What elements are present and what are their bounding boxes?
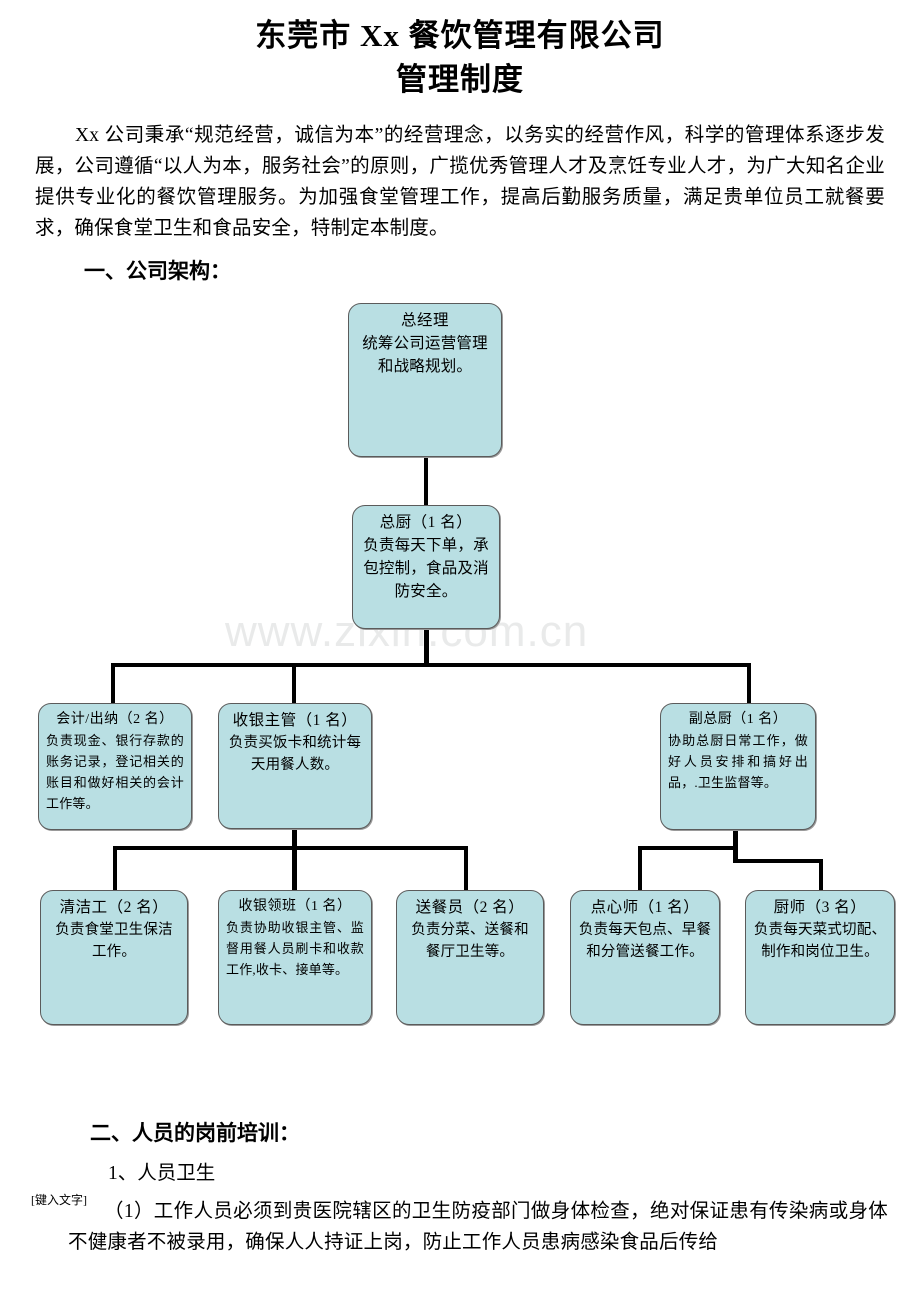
org-node-desc: 负责食堂卫生保洁工作。 (55, 922, 173, 960)
org-node-desc: 负责每天菜式切配、制作和岗位卫生。 (753, 922, 887, 960)
connector-deputy-chef-drop (733, 828, 738, 862)
org-node-desc: 负责每天下单，承包控制，食品及消防安全。 (363, 537, 489, 600)
org-node-desc: 协助总厨日常工作，做好人员安排和搞好出品，.卫生监督等。 (668, 733, 808, 790)
typed-text-placeholder: [键入文字] (31, 1193, 87, 1207)
connector-drop-cleaner (113, 846, 117, 890)
title-line-1: 东莞市 Xx 餐饮管理有限公司 (255, 18, 665, 53)
org-node-title: 清洁工（2 名） (59, 899, 169, 916)
organization-chart: 总经理 统筹公司运营管理和战略规划。 总厨（1 名） 负责每天下单，承包控制，食… (38, 303, 895, 1025)
org-node-desc: 负责每天包点、早餐和分管送餐工作。 (578, 922, 712, 960)
org-node-desc: 统筹公司运营管理和战略规划。 (362, 335, 488, 375)
org-node-accountant-cashier[interactable]: 会计/出纳（2 名） 负责现金、银行存款的账务记录，登记相关的账目和做好相关的会… (38, 703, 192, 830)
connector-bus-level3-left (113, 846, 468, 850)
org-node-cashier-leader[interactable]: 收银领班（1 名） 负责协助收银主管、监督用餐人员刷卡和收款工作,收卡、接单等。 (218, 890, 372, 1025)
org-node-cook[interactable]: 厨师（3 名） 负责每天菜式切配、制作和岗位卫生。 (745, 890, 895, 1025)
connector-bus-level3-right-a (638, 846, 738, 850)
connector-drop-deputy-chef (747, 663, 751, 705)
org-node-title: 总厨（1 名） (379, 514, 473, 531)
org-node-general-manager[interactable]: 总经理 统筹公司运营管理和战略规划。 (348, 303, 502, 457)
connector-bus-level2 (111, 663, 751, 667)
org-node-food-deliverer[interactable]: 送餐员（2 名） 负责分菜、送餐和餐厅卫生等。 (396, 890, 544, 1025)
org-node-title: 送餐员（2 名） (415, 899, 525, 916)
org-node-title: 收银主管（1 名） (232, 712, 358, 729)
connector-headchef-drop (424, 627, 429, 667)
intro-paragraph: Xx 公司秉承“规范经营，诚信为本”的经营理念，以务实的经营作风，科学的管理体系… (35, 125, 885, 239)
connector-drop-cook (819, 859, 823, 891)
clause-1-paragraph: （1）工作人员必须到贵医院辖区的卫生防疫部门做身体检查，绝对保证患有传染病或身体… (68, 1201, 888, 1253)
org-node-pastry-chef[interactable]: 点心师（1 名） 负责每天包点、早餐和分管送餐工作。 (570, 890, 720, 1025)
org-node-title: 会计/出纳（2 名） (56, 712, 174, 727)
section-2-heading: 二、人员的岗前培训： (90, 1121, 300, 1145)
org-node-cleaner[interactable]: 清洁工（2 名） 负责食堂卫生保洁工作。 (40, 890, 188, 1025)
document-title: 东莞市 Xx 餐饮管理有限公司 管理制度 (0, 14, 920, 102)
connector-drop-cashier-supervisor (292, 663, 296, 705)
org-node-deputy-head-chef[interactable]: 副总厨（1 名） 协助总厨日常工作，做好人员安排和搞好出品，.卫生监督等。 (660, 703, 816, 830)
connector-gm-to-headchef (424, 455, 428, 507)
org-node-cashier-supervisor[interactable]: 收银主管（1 名） 负责买饭卡和统计每天用餐人数。 (218, 703, 372, 829)
org-node-title: 总经理 (400, 312, 449, 329)
connector-drop-food-deliverer (464, 846, 468, 890)
section-2-subheading-1: 1、人员卫生 (108, 1163, 216, 1184)
section-1-heading: 一、公司架构： (84, 259, 231, 283)
connector-drop-accountant (111, 663, 115, 705)
title-line-2: 管理制度 (396, 62, 524, 97)
connector-drop-pastry-chef (638, 846, 642, 890)
org-node-title: 点心师（1 名） (590, 899, 700, 916)
org-node-desc: 负责买饭卡和统计每天用餐人数。 (228, 735, 362, 773)
connector-drop-cashier-leader (292, 846, 296, 890)
org-node-desc: 负责分菜、送餐和餐厅卫生等。 (411, 922, 529, 960)
connector-bus-level3-right-b (733, 859, 823, 863)
org-node-desc: 负责协助收银主管、监督用餐人员刷卡和收款工作,收卡、接单等。 (226, 920, 364, 977)
org-node-title: 副总厨（1 名） (688, 712, 788, 727)
org-node-desc: 负责现金、银行存款的账务记录，登记相关的账目和做好相关的会计工作等。 (46, 733, 184, 811)
org-node-title: 厨师（3 名） (773, 899, 867, 916)
org-node-title: 收银领班（1 名） (238, 899, 352, 914)
org-node-head-chef[interactable]: 总厨（1 名） 负责每天下单，承包控制，食品及消防安全。 (352, 505, 500, 629)
